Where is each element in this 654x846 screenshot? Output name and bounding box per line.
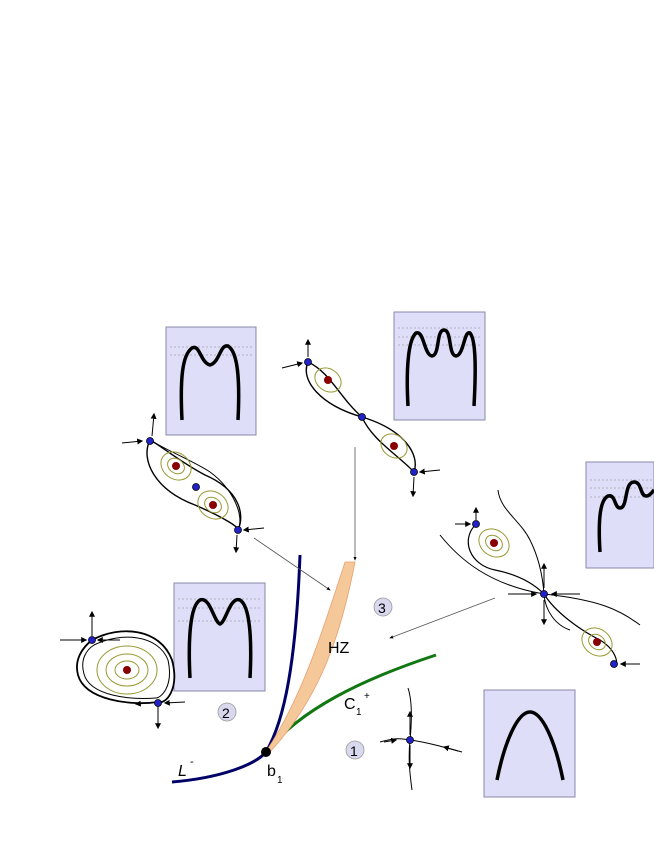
svg-text:2: 2 [222,705,230,721]
region-marker-3: 3 [373,597,393,617]
label-HZ: HZ [328,640,350,657]
point-b1 [261,747,271,757]
phase-portrait-right [439,489,641,668]
phase-portrait-top-left [121,412,265,554]
label-L-sup: - [190,756,194,768]
pointer-arrow-top-left [253,537,331,591]
phase-portrait-region-1 [379,687,463,791]
profile-panel-top-middle [393,311,486,421]
region-HZ [266,561,356,753]
svg-text:1: 1 [350,743,358,759]
profile-panel-left [173,582,266,692]
profile-panel-right [585,461,654,569]
svg-text:3: 3 [378,600,386,616]
region-marker-2: 2 [217,702,237,722]
profile-panel-bottom-right [483,689,576,798]
label-L: L [178,763,187,780]
label-b: b [267,763,276,780]
phase-portrait-region-2 [60,610,186,730]
pointer-arrow-right [389,597,496,639]
label-C: C [344,696,356,713]
region-marker-1: 1 [345,740,365,760]
label-C-sub: 1 [356,707,362,718]
profile-panel-top-left [165,326,257,436]
label-b-sub: 1 [277,775,283,786]
label-C-sup: + [364,691,370,702]
phase-portrait-top-middle [281,338,441,498]
